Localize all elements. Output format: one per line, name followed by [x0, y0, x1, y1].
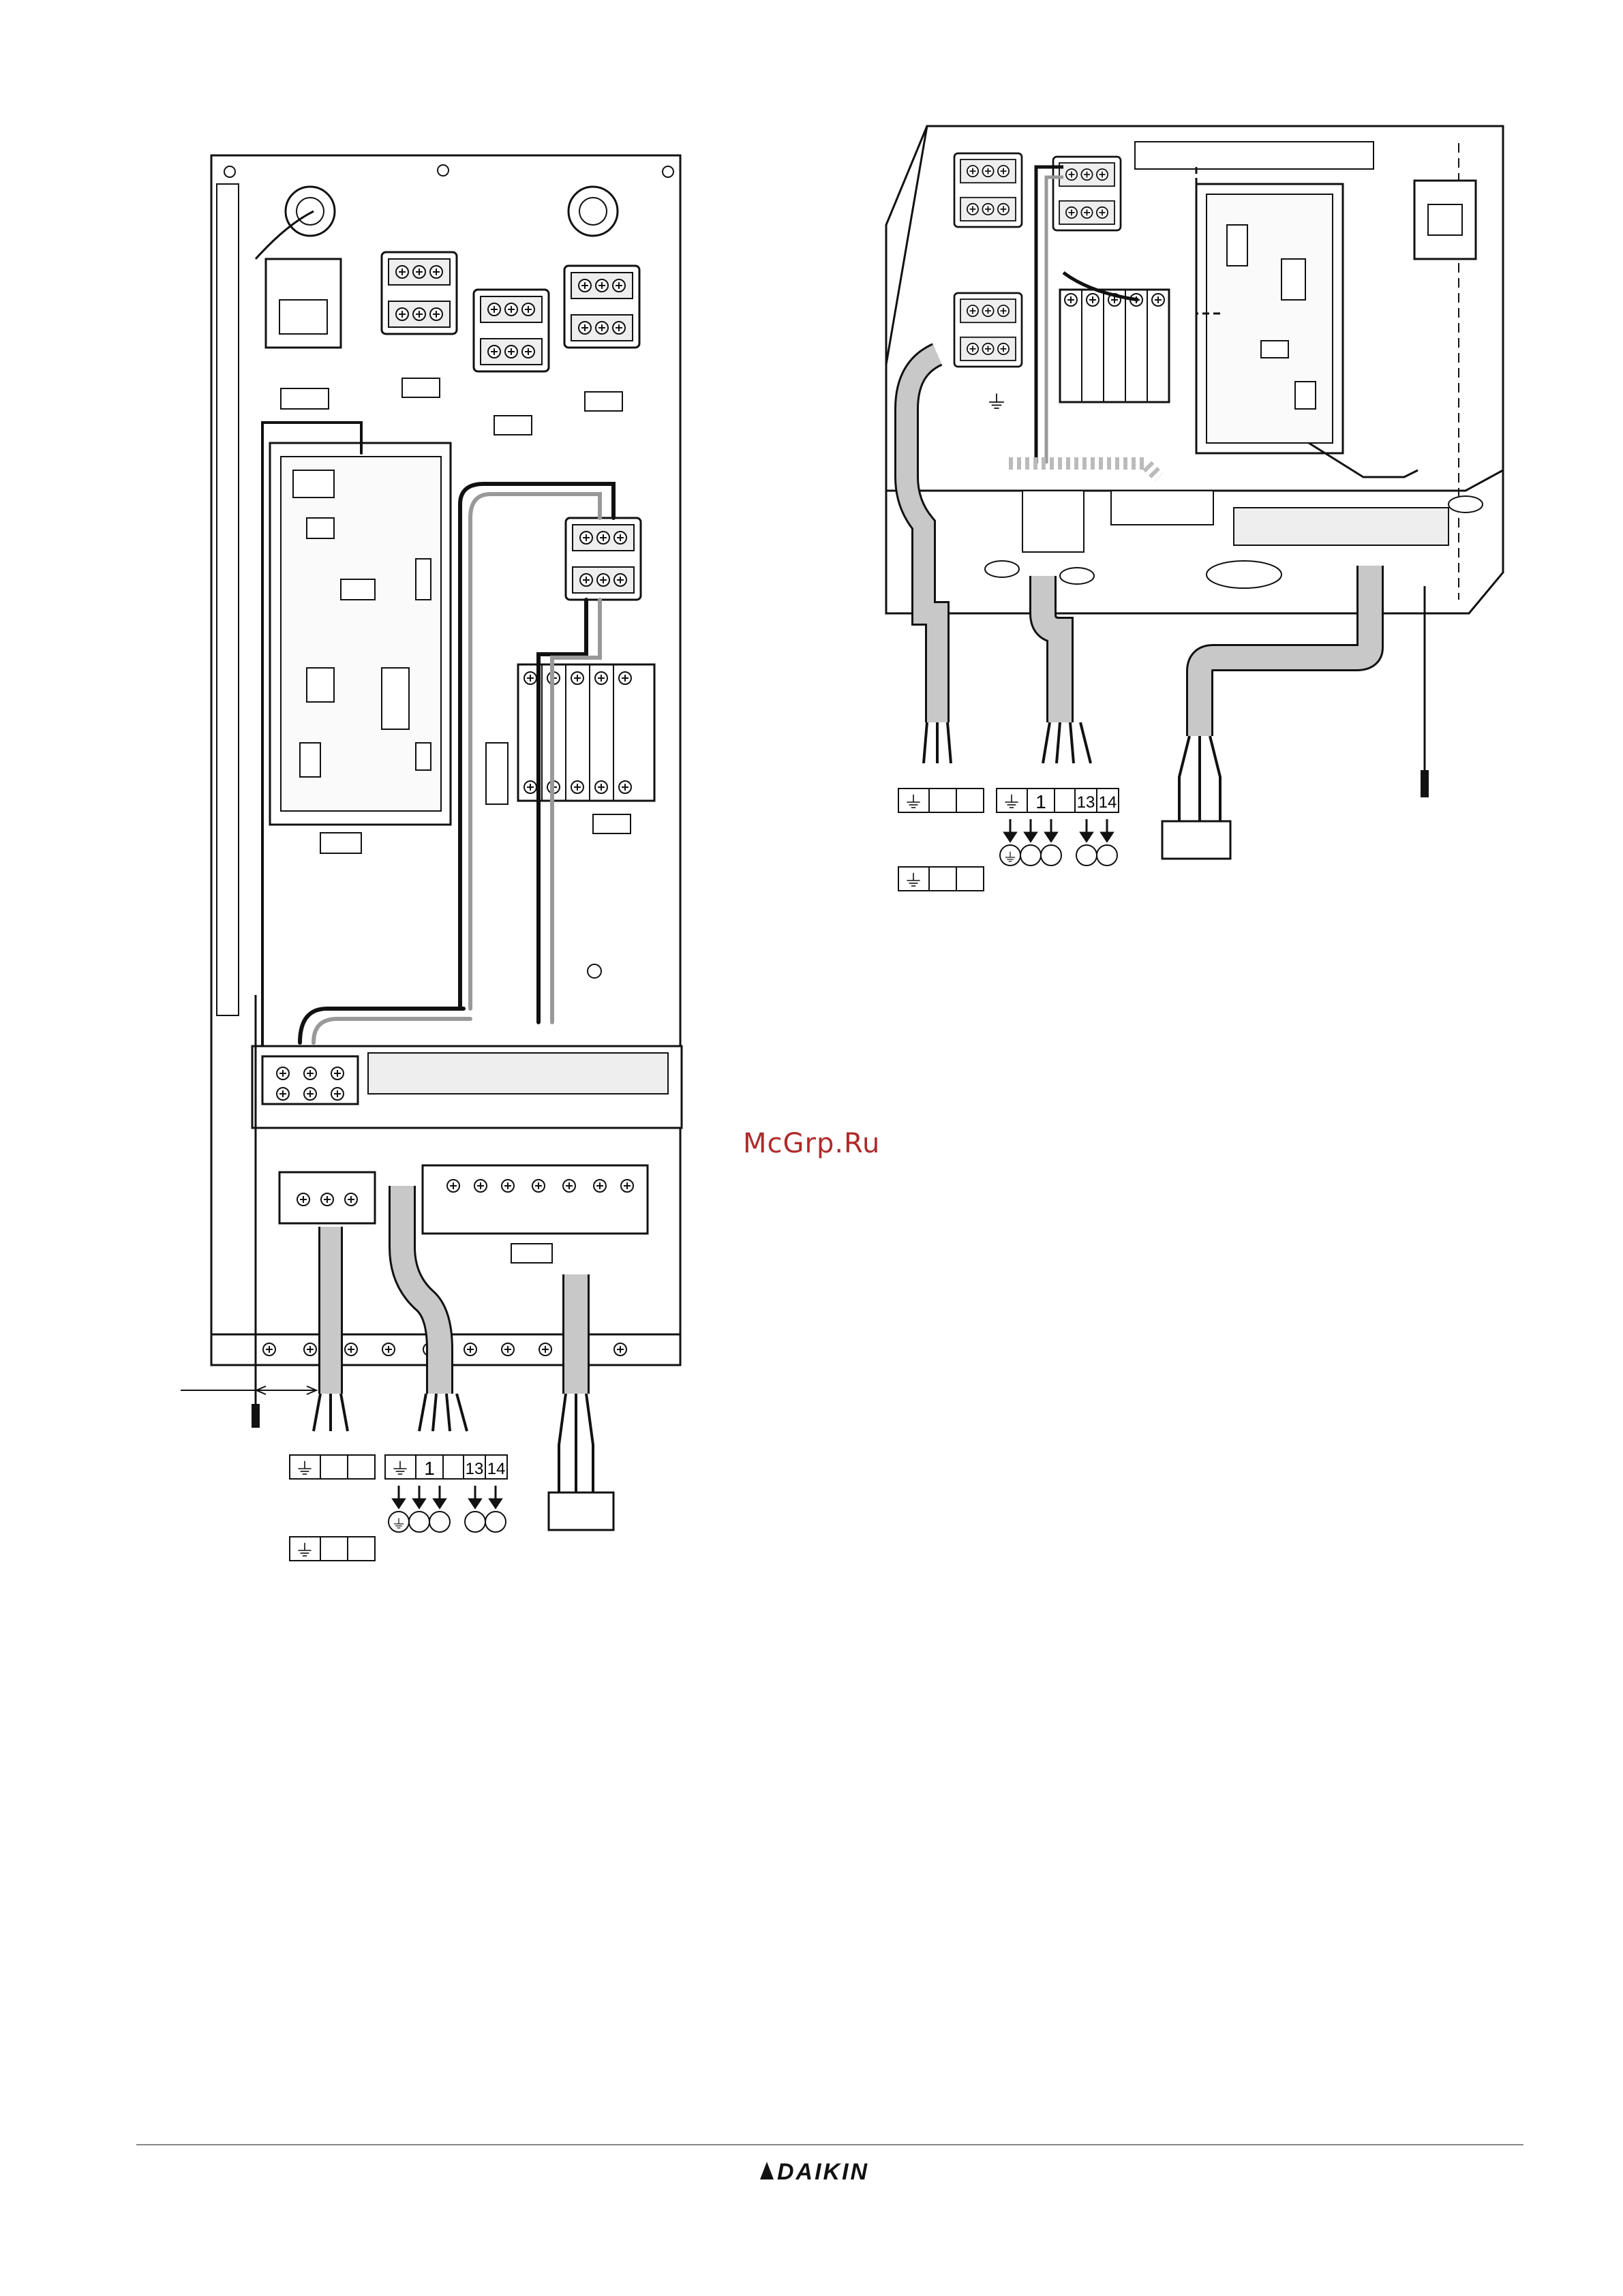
transformer-r: [1414, 181, 1476, 259]
terminal-group-13-14-r: 13 14: [1075, 789, 1119, 812]
terminal-label-13-r: 13: [1077, 793, 1095, 812]
terminal-label-13: 13: [466, 1460, 484, 1478]
contactor-3: [564, 266, 639, 348]
arrow-down-icon: [393, 1486, 501, 1507]
left-view: 1 13 14: [181, 155, 682, 1561]
left-terminal-legend: 1 13 14: [290, 1455, 507, 1561]
terminal-circles: [389, 1512, 506, 1532]
daikin-logo-icon: [759, 2160, 775, 2181]
watermark: McGrp.Ru: [743, 1128, 880, 1159]
terminal-block-r: [1022, 491, 1084, 552]
terminal-circles-r: [1000, 845, 1117, 866]
terminal-group-13-14: 13 14: [464, 1455, 507, 1479]
relay-block-r: [1111, 491, 1213, 525]
terminal-strip-r: [1234, 508, 1448, 545]
contactor-2: [474, 290, 549, 371]
earth-terminal-row-a: [290, 1455, 375, 1479]
contactor-r3: [954, 293, 1022, 367]
terminal-group-1-r: 1: [997, 789, 1082, 812]
footer-rule: [136, 2144, 1523, 2145]
right-view: 1 13 14: [886, 126, 1503, 891]
right-terminal-legend: 1 13 14: [898, 789, 1119, 891]
terminal-label-1-r: 1: [1035, 791, 1046, 812]
terminal-label-14-r: 14: [1099, 793, 1117, 812]
contactor-r1: [954, 153, 1022, 227]
earth-terminal-row-a-r: [898, 789, 984, 812]
terminal-group-1: 1: [385, 1455, 470, 1479]
contactor-4: [566, 518, 641, 600]
earth-terminal-row-b: [290, 1537, 375, 1561]
terminal-label-1: 1: [424, 1458, 435, 1479]
side-rail: [217, 184, 239, 1015]
arrow-down-icon: [1005, 819, 1112, 841]
circuit-breakers-r: [1060, 290, 1169, 402]
earth-terminal-row-b-r: [898, 867, 984, 891]
terminal-strip: [252, 1046, 682, 1128]
terminal-label-14: 14: [487, 1460, 506, 1478]
relay-small: [486, 743, 508, 804]
control-pcb: [270, 443, 451, 853]
footer-brand: DAIKIN: [777, 2159, 869, 2186]
contactor-1: [382, 252, 457, 334]
